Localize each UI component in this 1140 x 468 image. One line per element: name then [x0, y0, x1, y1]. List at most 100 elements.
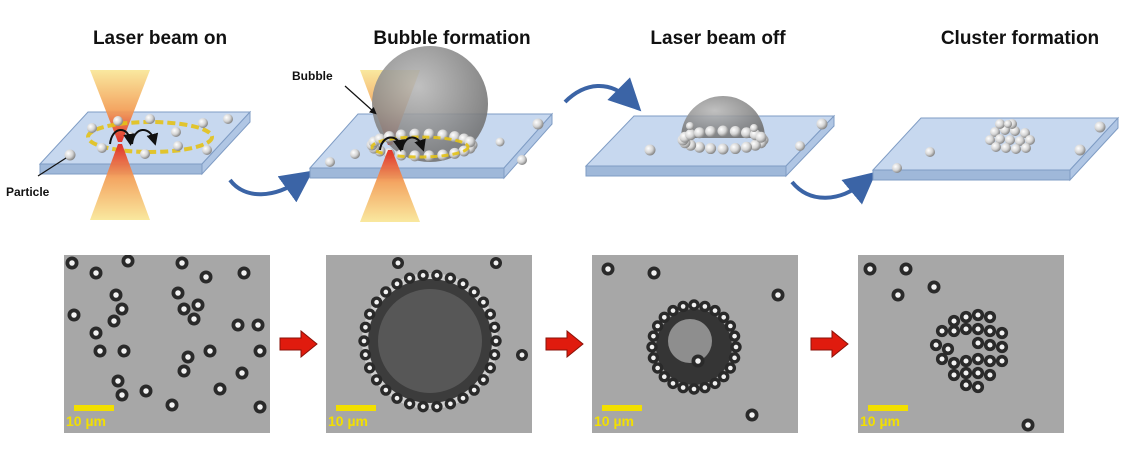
scale-bar-2: 10 µm: [326, 405, 376, 429]
bead-core: [181, 306, 187, 312]
bead-core: [481, 299, 486, 305]
bead-core: [374, 299, 379, 305]
particle: [1025, 135, 1035, 145]
stage-2-heated-ring: [370, 135, 470, 159]
bead-core: [951, 328, 957, 334]
bead-core: [975, 340, 981, 346]
particle: [693, 127, 705, 139]
bead-core: [487, 311, 493, 317]
bead-core: [185, 354, 191, 360]
bead-core: [394, 281, 400, 287]
bead-core: [670, 381, 676, 386]
bead-core: [732, 355, 737, 361]
bead-core: [69, 260, 75, 266]
bubble-pointer: [344, 85, 377, 115]
bead-core: [721, 374, 727, 380]
stage-4-other-particles: [892, 120, 1106, 173]
bead-core: [661, 314, 667, 320]
scale-bar-label: 10 µm: [860, 413, 900, 429]
micrograph-2-bubble-ring: [358, 257, 528, 413]
red-arrow-2: [545, 330, 584, 358]
bead-core: [987, 358, 993, 364]
bead-core: [434, 273, 440, 278]
bead-core: [987, 314, 993, 320]
bead-core: [867, 266, 873, 272]
bead-core: [733, 344, 739, 350]
bead-core: [492, 352, 497, 358]
bead-core: [111, 318, 117, 324]
process-schematic: [37, 46, 1120, 222]
bead-core: [471, 387, 477, 393]
particle: [741, 141, 753, 153]
particle: [423, 150, 435, 162]
bead-core: [939, 328, 945, 334]
stage-3-other-particles: [644, 118, 828, 156]
bead-core: [113, 292, 119, 298]
bead-core: [651, 333, 656, 339]
bead-core: [407, 401, 412, 407]
bubble-inner: [668, 319, 712, 363]
bead-core: [394, 395, 400, 401]
curved-arrow-3: [790, 171, 877, 205]
bead-core: [420, 404, 426, 409]
bead-core: [487, 365, 493, 371]
bead-core: [217, 386, 223, 392]
curved-arrow-1: [228, 170, 313, 203]
particle: [1001, 143, 1011, 153]
bead-core: [963, 370, 969, 376]
bead-core: [71, 312, 77, 318]
bead-core: [395, 260, 401, 266]
bead-core: [963, 358, 969, 364]
bead-core: [420, 273, 426, 278]
bead-core: [975, 312, 981, 318]
stage-title-bubble-formation: Bubble formation: [373, 28, 531, 49]
particle: [685, 129, 697, 141]
scale-bar-label: 10 µm: [594, 413, 634, 429]
scale-bar-3: 10 µm: [592, 405, 642, 429]
bead-core: [987, 328, 993, 334]
bead-core: [363, 352, 368, 358]
bead-core: [951, 318, 957, 324]
bead-core: [963, 326, 969, 332]
bead-core: [975, 370, 981, 376]
bead-core: [191, 316, 197, 322]
particle: [1021, 143, 1031, 153]
bead-core: [257, 348, 263, 354]
bead-core: [655, 323, 660, 329]
micrograph-1-particles: [65, 255, 267, 414]
bead-core: [963, 314, 969, 320]
bead-core: [367, 365, 373, 371]
curved-arrow-2: [563, 77, 642, 112]
stage-2-convection-arrow: [401, 136, 426, 152]
bead-core: [895, 292, 901, 298]
scale-bar-label: 10 µm: [328, 413, 368, 429]
scale-bar-line: [336, 405, 376, 411]
bead-core: [493, 260, 499, 266]
bead-core: [471, 289, 477, 295]
bead-core: [680, 304, 686, 309]
particle: [693, 141, 705, 153]
bead-core: [460, 395, 466, 401]
particle: [991, 142, 1001, 152]
particle: [1005, 135, 1015, 145]
micrograph-1: 10 µm: [64, 255, 270, 433]
bubble-inner: [378, 289, 482, 393]
stage-3-bubble: [681, 96, 765, 138]
bead-core: [241, 270, 247, 276]
bead-core: [383, 387, 389, 393]
particle: [1015, 136, 1025, 146]
bead-core: [651, 355, 656, 361]
bead-core: [97, 348, 103, 354]
scale-bar-label: 10 µm: [66, 413, 106, 429]
bead-core: [651, 270, 657, 276]
stage-2-convection-arrow: [379, 136, 405, 152]
bead-core: [728, 323, 733, 329]
red-arrow-1: [279, 330, 318, 358]
bead-core: [374, 377, 379, 383]
bead-core: [945, 346, 951, 352]
stage-1-laser-upper: [90, 70, 150, 142]
bead-core: [407, 275, 412, 281]
scale-bar-line: [602, 405, 642, 411]
bead-core: [125, 258, 131, 264]
bead-core: [179, 260, 185, 266]
